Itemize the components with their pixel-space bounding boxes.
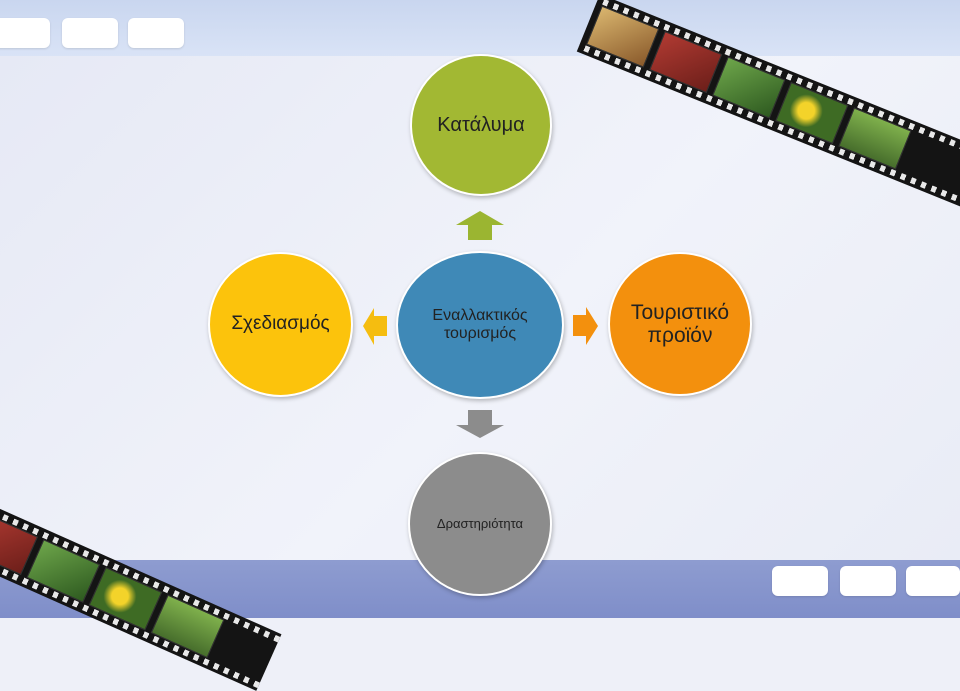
top-tab-2 <box>62 18 118 48</box>
top-tab-1 <box>0 18 50 48</box>
arrow-right-icon <box>573 307 598 345</box>
arrow-up-icon <box>456 211 504 240</box>
top-tab-3 <box>128 18 184 48</box>
bottom-tab-3 <box>906 566 960 596</box>
node-left: Σχεδιασμός <box>208 252 353 397</box>
bottom-tab-2 <box>840 566 896 596</box>
node-right-label: Τουριστικό προϊόν <box>630 300 730 347</box>
node-bottom-label: Δραστηριότητα <box>436 515 524 531</box>
bottom-tab-1 <box>772 566 828 596</box>
node-bottom: Δραστηριότητα <box>408 452 552 596</box>
node-top-label: Κατάλυμα <box>437 114 525 136</box>
node-right: Τουριστικό προϊόν <box>608 252 752 396</box>
node-center: Εναλλακτικός τουρισμός <box>396 251 564 399</box>
arrow-down-icon <box>456 410 504 438</box>
diagram-arrows <box>363 211 598 438</box>
arrow-left-icon <box>363 308 387 345</box>
node-left-label: Σχεδιασμός <box>231 313 330 335</box>
node-top: Κατάλυμα <box>410 54 552 196</box>
node-center-label: Εναλλακτικός τουρισμός <box>432 307 528 342</box>
